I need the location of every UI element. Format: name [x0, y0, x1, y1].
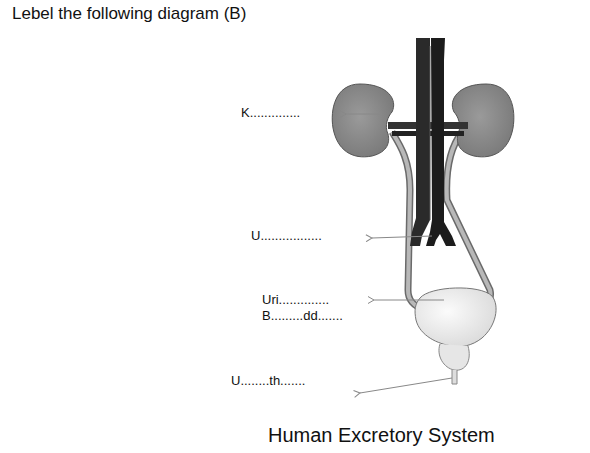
part-label: Uri.............. [262, 293, 329, 308]
part-label: U................. [251, 229, 322, 244]
leader-arrow [346, 114, 382, 115]
urethra [452, 370, 457, 384]
part-label: U........th....... [231, 374, 305, 389]
title: Lebel the following diagram (B) [12, 4, 246, 24]
bladder-neck [439, 344, 469, 370]
left-kidney [332, 84, 393, 157]
leader-arrow [374, 300, 444, 301]
aorta [426, 38, 456, 246]
right-ureter [447, 132, 491, 310]
right-kidney [452, 84, 514, 157]
leader-arrow [372, 236, 432, 238]
caption: Human Excretory System [268, 424, 495, 447]
part-label: K.............. [241, 106, 300, 121]
right-ureter-fill [447, 132, 491, 310]
urinary-bladder [415, 288, 496, 347]
part-label: B.........dd....... [262, 309, 343, 324]
vena-cava [410, 38, 430, 246]
leader-arrow [360, 378, 452, 393]
